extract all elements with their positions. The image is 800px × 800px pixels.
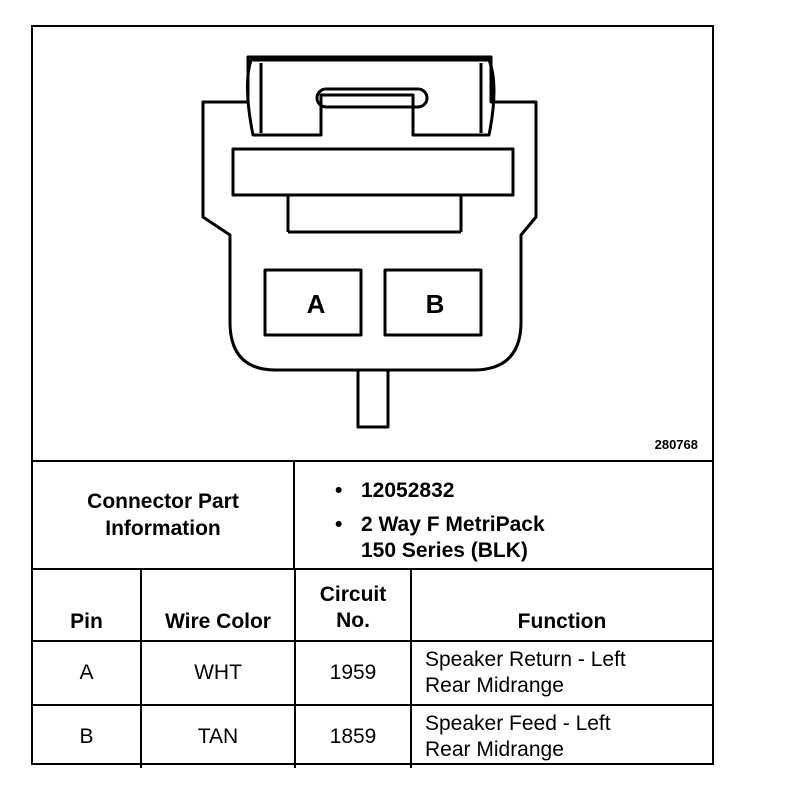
latch-slot [315,87,429,109]
row-circuit: 1859 [294,704,412,768]
connector-mid-band [231,147,515,197]
row-wire-color: TAN [140,704,296,768]
table-header-row: Pin Wire Color Circuit No. Function [33,568,712,642]
part-info-heading: Connector Part Information [87,490,239,540]
row-function-line1: Speaker Return - Left [425,648,626,671]
part-description-line1: 2 Way F MetriPack [361,513,545,536]
row-circuit: 1959 [294,640,412,706]
connector-latch [245,58,496,137]
connector-diagram: A B 280768 [33,27,712,460]
table-row: A WHT 1959 Speaker Return - Left Rear Mi… [33,640,712,706]
header-circuit: Circuit No. [294,568,412,642]
part-info-details: • 12052832 • 2 Way F MetriPack 150 Serie… [295,462,712,568]
row-function: Speaker Return - Left Rear Midrange [410,640,712,706]
header-circuit-line1: Circuit [319,583,387,606]
pin-cavity-a [263,268,363,337]
connector-drawing [201,55,538,429]
connector-sheet: A B 280768 Connector Part Information • … [31,25,714,768]
row-pin: A [33,640,142,706]
pin-b-label: B [425,289,445,319]
part-info-heading-cell: Connector Part Information [33,462,295,568]
connector-part-info: Connector Part Information • 12052832 • … [33,460,712,568]
row-function: Speaker Feed - Left Rear Midrange [410,704,712,768]
header-circuit-line2: No. [336,609,370,632]
header-wire-color: Wire Color [140,568,296,642]
pin-cavity-b [383,268,483,337]
row-wire-color: WHT [140,640,296,706]
pin-a-label: A [306,289,326,319]
row-function-line2: Rear Midrange [425,674,564,697]
row-pin: B [33,704,142,768]
connector-housing [201,55,538,372]
row-function-line1: Speaker Feed - Left [425,712,611,735]
header-function: Function [410,568,712,642]
bullet-icon: • [335,513,343,536]
table-row: B TAN 1859 Speaker Feed - Left Rear Midr… [33,704,712,768]
header-pin: Pin [33,568,142,642]
bullet-icon: • [335,479,343,502]
row-function-line2: Rear Midrange [425,738,564,761]
wire-stub [356,370,390,429]
pinout-table: Pin Wire Color Circuit No. Function A WH… [33,568,712,768]
part-description-line2: 150 Series (BLK) [361,539,528,562]
part-number: 12052832 [361,479,455,502]
figure-number: 280768 [654,437,698,452]
